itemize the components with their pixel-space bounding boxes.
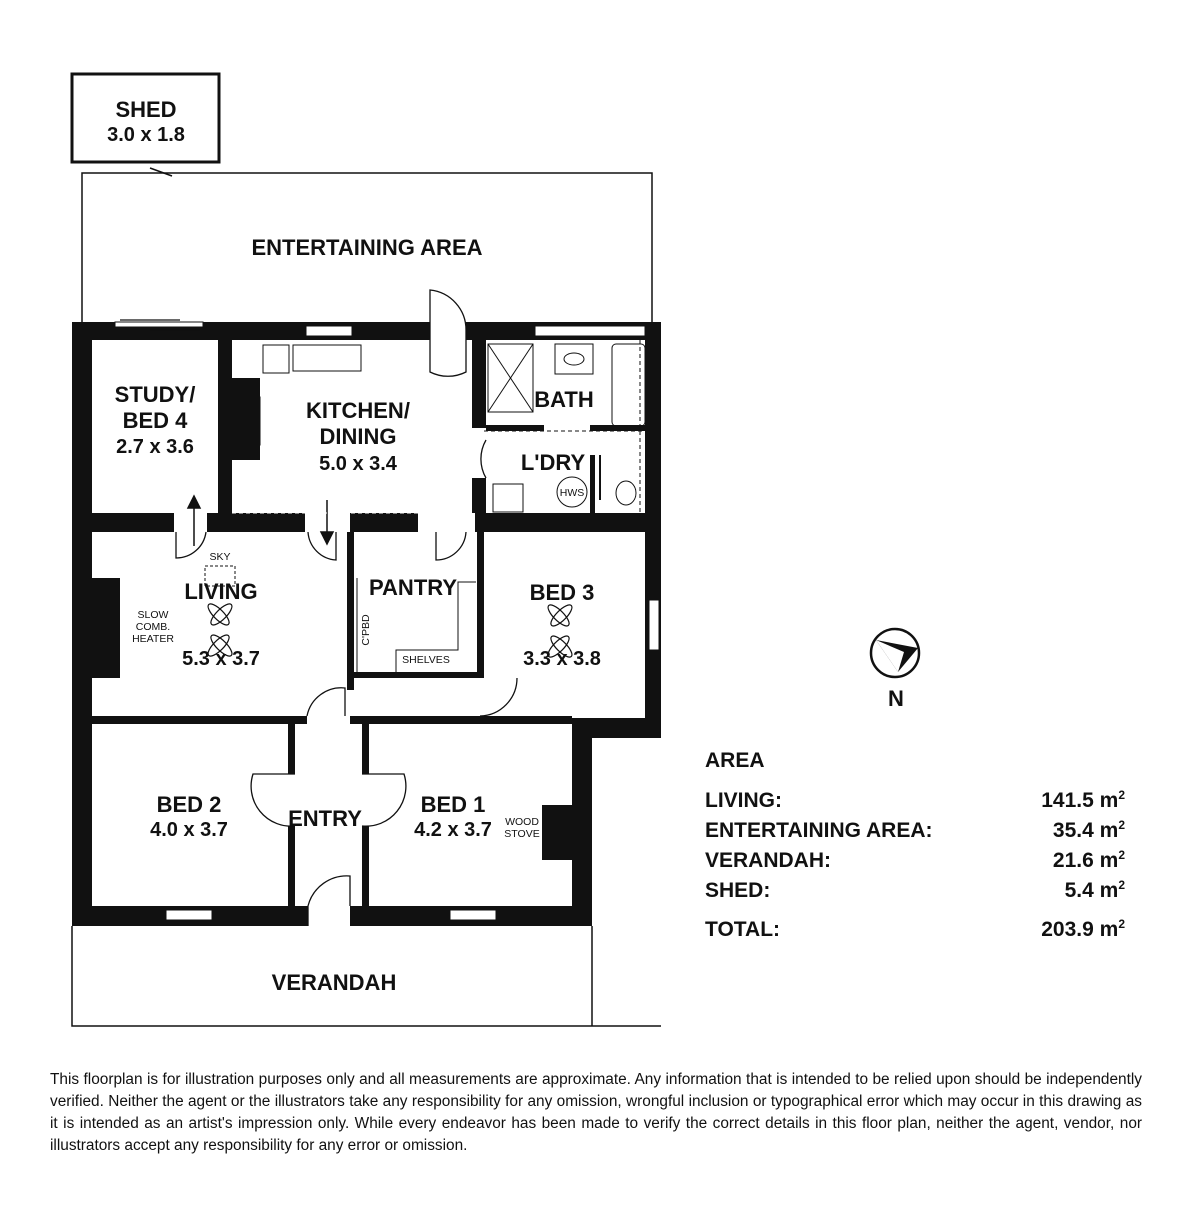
heater-icon bbox=[94, 599, 118, 641]
area-value: 35.4 m2 bbox=[1052, 818, 1125, 842]
verandah-label: VERANDAH bbox=[272, 970, 397, 995]
windows bbox=[114, 321, 660, 921]
entertaining-outline bbox=[81, 172, 653, 322]
bath-label: BATH bbox=[534, 387, 593, 412]
hws-icon bbox=[556, 476, 588, 508]
basin-icon bbox=[554, 343, 594, 375]
area-label: LIVING: bbox=[705, 789, 782, 812]
heater-label-2: COMB. bbox=[136, 621, 170, 633]
verandah-outline bbox=[71, 926, 661, 1027]
hws-label: HWS bbox=[560, 487, 585, 499]
area-title: AREA bbox=[705, 749, 765, 772]
study-label-1: STUDY/ bbox=[115, 382, 196, 407]
bed2-size: 4.0 x 3.7 bbox=[150, 819, 228, 841]
stove-icon bbox=[235, 396, 261, 446]
doors bbox=[120, 289, 518, 926]
entertaining-label: ENTERTAINING AREA bbox=[252, 235, 483, 260]
area-value: 203.9 m2 bbox=[1041, 917, 1125, 941]
ceiling-fan-icon bbox=[547, 604, 573, 658]
sink-icon bbox=[292, 344, 362, 372]
heater-label-3: HEATER bbox=[132, 633, 174, 645]
shed-size: 3.0 x 1.8 bbox=[107, 124, 185, 146]
bed3-label: BED 3 bbox=[530, 580, 595, 605]
heater-label-1: SLOW bbox=[138, 609, 169, 621]
area-label: ENTERTAINING AREA: bbox=[705, 819, 933, 842]
area-label: TOTAL: bbox=[705, 918, 781, 941]
cpbd-label: C'PBD bbox=[360, 614, 372, 646]
area-table: AREA LIVING: 141.5 m2 ENTERTAINING AREA: 3… bbox=[705, 746, 1125, 945]
area-row-verandah: VERANDAH: 21.6 m2 bbox=[705, 846, 1125, 876]
study-size: 2.7 x 3.6 bbox=[116, 436, 194, 458]
study-label-2: BED 4 bbox=[123, 408, 189, 433]
area-value: 21.6 m2 bbox=[1052, 848, 1125, 872]
entry-label: ENTRY bbox=[288, 806, 362, 831]
stove-label-1: WOOD bbox=[505, 816, 539, 828]
compass-icon bbox=[869, 627, 921, 679]
kitchen-label-1: KITCHEN/ bbox=[306, 398, 410, 423]
bed1-size: 4.2 x 3.7 bbox=[414, 819, 492, 841]
area-row-total: TOTAL: 203.9 m2 bbox=[705, 915, 1125, 945]
wood-stove-icon bbox=[544, 817, 571, 849]
bed1-label: BED 1 bbox=[421, 792, 486, 817]
area-label: VERANDAH: bbox=[705, 849, 831, 872]
area-row-entertaining: ENTERTAINING AREA: 35.4 m2 bbox=[705, 816, 1125, 846]
shed-label: SHED bbox=[115, 97, 176, 122]
bed3-size: 3.3 x 3.8 bbox=[523, 648, 601, 670]
area-value: 5.4 m2 bbox=[1064, 878, 1125, 902]
laundry-label: L'DRY bbox=[521, 450, 586, 475]
skylight-icon bbox=[204, 565, 236, 587]
living-label: LIVING bbox=[184, 579, 257, 604]
toilet-icon bbox=[615, 480, 637, 506]
sky-label: SKY bbox=[209, 551, 230, 563]
shed-door bbox=[149, 167, 173, 177]
kitchen-label-2: DINING bbox=[320, 424, 397, 449]
area-row-living: LIVING: 141.5 m2 bbox=[705, 786, 1125, 816]
shelves-label: SHELVES bbox=[402, 654, 450, 666]
living-size: 5.3 x 3.7 bbox=[182, 648, 260, 670]
shower-icon bbox=[487, 343, 534, 413]
area-label: SHED: bbox=[705, 879, 771, 902]
pantry-label: PANTRY bbox=[369, 575, 457, 600]
kitchen-size: 5.0 x 3.4 bbox=[319, 453, 398, 475]
bathtub-icon bbox=[611, 343, 646, 427]
area-row-shed: SHED: 5.4 m2 bbox=[705, 876, 1125, 906]
bed2-label: BED 2 bbox=[157, 792, 222, 817]
cooktop-icon bbox=[262, 344, 290, 374]
fixtures bbox=[94, 340, 646, 849]
area-value: 141.5 m2 bbox=[1041, 788, 1125, 812]
compass-north-label: N bbox=[888, 686, 904, 711]
arrows bbox=[186, 494, 335, 546]
stove-label-2: STOVE bbox=[504, 828, 539, 840]
ceiling-fan-icon bbox=[207, 603, 233, 657]
disclaimer-text: This floorplan is for illustration purpo… bbox=[50, 1071, 1142, 1154]
washer-icon bbox=[492, 483, 524, 513]
shed-outline bbox=[70, 72, 221, 164]
